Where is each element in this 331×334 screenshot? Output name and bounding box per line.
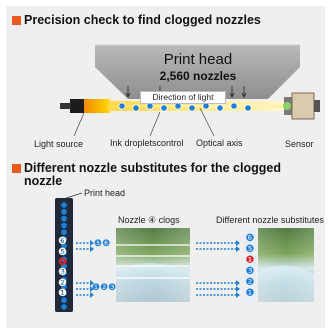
nozzle-clogs-label: Nozzle ④ clogs xyxy=(118,215,180,225)
heading-marker xyxy=(12,16,21,25)
arrow-head xyxy=(236,292,240,298)
optical-axis-label: Optical axis xyxy=(196,138,243,148)
arrow-head xyxy=(90,280,94,286)
nozzle-dot xyxy=(61,236,67,242)
nozzle-dots xyxy=(61,202,67,310)
arrow-head xyxy=(90,240,94,246)
arrow-head xyxy=(236,280,240,286)
nozzle-number: ❻ xyxy=(58,236,67,247)
ink-droplet xyxy=(132,104,140,112)
ink-droplet xyxy=(188,104,196,112)
substitute-nozzle-number: ❸ xyxy=(246,266,255,277)
nozzle-dot xyxy=(61,304,67,310)
nozzle-dot xyxy=(61,229,67,236)
nozzle-count: 2,560 nozzles xyxy=(159,69,237,83)
waterfall-image-substituted xyxy=(258,228,314,302)
print-head-label: Print head xyxy=(84,188,126,198)
nozzle-dot xyxy=(61,242,67,249)
arrows-left xyxy=(76,240,94,298)
different-substitutes-label: Different nozzle substitutes xyxy=(216,215,324,225)
sensor-label: Sensor xyxy=(285,139,314,149)
section-title-line1: Different nozzle substitutes for the clo… xyxy=(24,161,281,175)
light-source-label: Light source xyxy=(34,139,84,149)
substitute-nozzle-number: ❺ xyxy=(246,244,255,255)
ink-droplet xyxy=(160,104,168,112)
direction-of-light-label: Direction of light xyxy=(140,91,226,104)
section-heading-substitutes: Different nozzle substitutes for the clo… xyxy=(12,162,281,188)
section-heading-precision-check: Precision check to find clogged nozzles xyxy=(12,14,261,27)
arrow-head xyxy=(90,286,94,292)
substitute-nozzle-number: ❶ xyxy=(246,288,255,299)
arrow-head xyxy=(90,292,94,298)
nozzle-dot xyxy=(61,202,67,208)
ink-droplet xyxy=(118,102,126,110)
arrow-head xyxy=(236,240,240,246)
substitute-nozzle-number: ❶ xyxy=(246,255,255,266)
light-source-icon xyxy=(60,99,110,113)
droplet-arrow xyxy=(229,86,235,98)
arrow-head xyxy=(90,246,94,252)
droplet-arrow xyxy=(241,86,247,98)
nozzle-dot xyxy=(61,208,67,215)
waterfall-image-clogged xyxy=(116,228,190,302)
nozzle-number: ❷ xyxy=(58,278,67,289)
nozzle-dot xyxy=(61,283,67,290)
ink-droplet xyxy=(244,104,252,112)
substitute-nozzle-number: ❷ xyxy=(246,277,255,288)
nozzle-dot xyxy=(61,222,67,229)
arrow-head xyxy=(236,246,240,252)
print-head-shape xyxy=(95,44,300,99)
ink-droplets xyxy=(118,86,252,112)
nozzle-dot xyxy=(61,215,67,222)
ink-droplets-label: Ink dropletscontrol xyxy=(110,138,184,148)
optical-axis-line xyxy=(110,104,288,108)
nozzle-number: ❸ xyxy=(58,267,67,278)
arrow-head xyxy=(236,286,240,292)
nozzle-dot xyxy=(61,290,67,297)
ink-droplet xyxy=(216,104,224,112)
print-head-pointer xyxy=(65,192,83,199)
nozzle-dot xyxy=(61,276,67,283)
nozzle-dot xyxy=(61,249,67,256)
droplet-arrow xyxy=(125,86,131,98)
section-title-2: Different nozzle substitutes for the clo… xyxy=(24,162,281,188)
print-head-title: Print head xyxy=(163,51,233,68)
pair-bottom-label: ❶❷❸ xyxy=(92,282,117,292)
nozzle-number: ❹ xyxy=(58,257,67,268)
nozzle-dot xyxy=(61,263,67,270)
pair-top-label: ❺❻ xyxy=(94,238,111,248)
nozzle-number: ❶ xyxy=(58,288,67,299)
nozzle-dot xyxy=(61,297,67,304)
heading-marker xyxy=(12,164,21,173)
substitute-nozzle-number: ❻ xyxy=(246,233,255,244)
ink-droplet xyxy=(230,102,238,110)
nozzle-dot xyxy=(61,256,67,263)
nozzle-dot xyxy=(61,270,67,276)
sensor-icon xyxy=(283,92,320,120)
section-title: Precision check to find clogged nozzles xyxy=(24,13,261,27)
arrows-right xyxy=(196,240,240,298)
section-title-line2: nozzle xyxy=(24,174,63,188)
nozzle-number: ❺ xyxy=(58,247,67,258)
